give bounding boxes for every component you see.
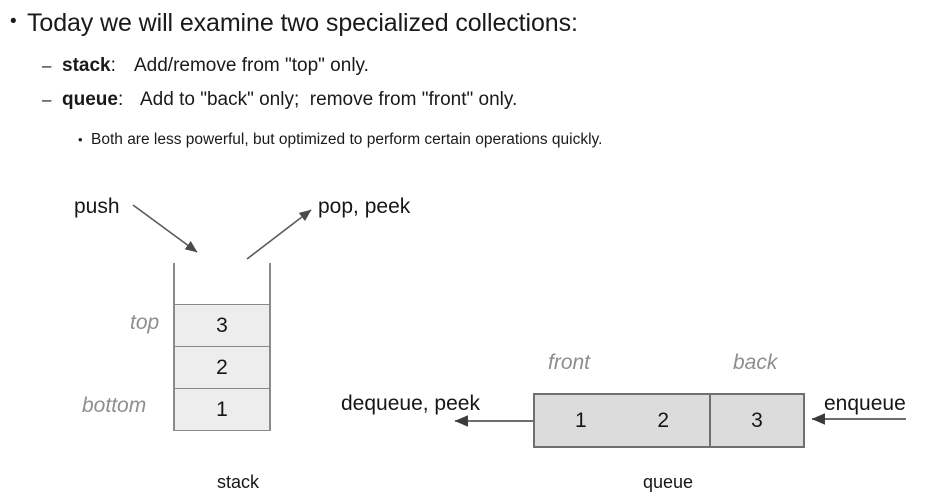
queue-cell: 3 (751, 408, 763, 432)
pop-peek-label: pop, peek (318, 195, 411, 218)
bullet-marker-icon: • (78, 132, 83, 147)
term-stack-colon: : (110, 55, 116, 76)
heading-bullet: • Today we will examine two specialized … (10, 8, 578, 38)
stack-cell: 3 (174, 304, 270, 346)
bullet-marker-icon: • (10, 11, 17, 32)
note-text: Both are less powerful, but optimized to… (91, 131, 603, 148)
queue-cell: 1 (575, 408, 587, 432)
stack-caption: stack (216, 472, 259, 492)
desc-stack: Add/remove from "top" only. (134, 55, 369, 76)
list-item-queue: – queue: Add to "back" only; remove from… (42, 88, 517, 112)
dash-marker-icon: – (42, 90, 52, 109)
pop-peek-arrow-icon (246, 209, 312, 260)
queue-cell: 2 (657, 408, 669, 432)
queue-back-segment: 3 (711, 395, 803, 446)
queue-figure: 1 2 3 (533, 393, 805, 448)
stack-right-wall (269, 263, 271, 431)
queue-front-segment: 1 2 (535, 395, 711, 446)
stack-cell: 1 (174, 388, 270, 431)
queue-back-label: back (733, 351, 778, 374)
term-stack: stack (62, 55, 111, 76)
stack-cell: 2 (174, 346, 270, 388)
list-item-stack: – stack: Add/remove from "top" only. (42, 54, 369, 78)
stack-bottom-label: bottom (82, 394, 147, 417)
push-label: push (74, 195, 120, 218)
list-item-note: • Both are less powerful, but optimized … (78, 130, 602, 150)
page-title: Today we will examine two specialized co… (27, 9, 578, 37)
stack-top-label: top (130, 311, 160, 334)
dequeue-peek-label: dequeue, peek (341, 392, 480, 415)
term-queue-colon: : (117, 89, 124, 110)
queue-caption: queue (642, 472, 694, 492)
queue-front-label: front (548, 351, 591, 374)
stack-cells: 3 2 1 (174, 304, 270, 431)
enqueue-label: enqueue (824, 392, 906, 415)
desc-queue: Add to "back" only; remove from "front" … (140, 89, 518, 110)
push-arrow-icon (132, 204, 198, 253)
term-queue: queue (62, 89, 118, 110)
dash-marker-icon: – (42, 56, 52, 75)
stack-figure: 3 2 1 (173, 263, 271, 431)
